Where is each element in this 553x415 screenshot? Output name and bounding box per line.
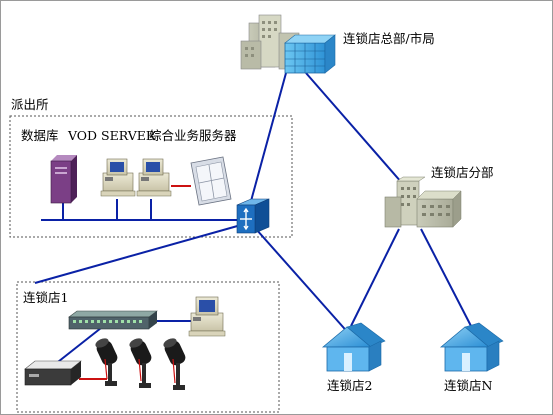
link-hq-branch [305,72,410,192]
link-router-store2 [255,228,352,337]
vod-server-label: VOD SERVER [68,128,156,143]
vod-server-pc-icon [100,158,136,197]
police-station-label: 派出所 [11,97,49,112]
video-wall-icon [190,156,232,206]
network-switch-icon [68,310,158,330]
wan-links [34,72,472,337]
branch-building-icon [384,176,462,228]
branch-label: 连锁店分部 [431,165,494,180]
router-icon [236,198,270,234]
database-label: 数据库 [21,128,59,143]
service-server-pc-icon [136,158,172,197]
link-branch-storeN [420,228,472,327]
police-lan [41,199,243,221]
store1-pc-icon [188,296,226,337]
store1-label: 连锁店1 [23,290,69,305]
link-router-store1 [34,224,242,284]
link-hq-router [250,72,287,202]
camera-icon-1 [95,338,118,386]
police-station-box [9,115,293,238]
link-branch-store2 [350,228,400,327]
camera-icon-2 [129,338,152,388]
database-server-icon [50,155,77,204]
hq-building-icon [240,14,336,74]
hq-label: 连锁店总部/市局 [343,31,435,46]
service-server-label: 综合业务服务器 [149,128,237,143]
store2-label: 连锁店2 [327,378,373,393]
dvr-device-icon [24,360,82,386]
camera-icon-3 [163,338,186,390]
store2-house-icon [321,322,386,372]
storeN-house-icon [439,322,504,372]
storeN-label: 连锁店N [444,378,493,393]
